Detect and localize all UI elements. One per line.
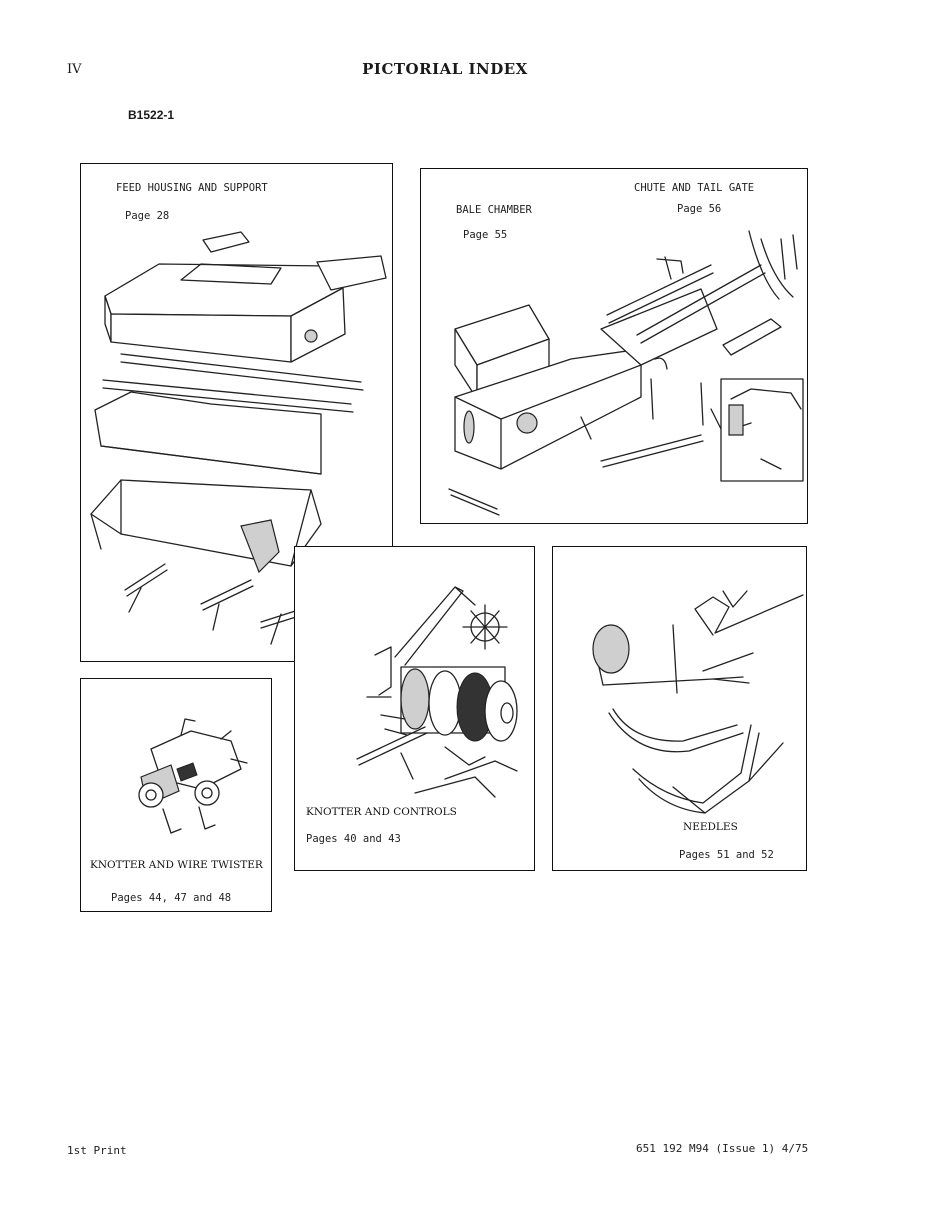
panel-needles: NEEDLES Pages 51 and 52 — [552, 546, 807, 871]
panel-pages: Page 55 — [463, 229, 508, 241]
panel-knotter-twister: KNOTTER AND WIRE TWISTER Pages 44, 47 an… — [80, 678, 272, 912]
panel-title: FEED HOUSING AND SUPPORT — [116, 182, 268, 194]
document-reference: 651 192 M94 (Issue 1) 4/75 — [636, 1142, 809, 1155]
panel-title: KNOTTER AND CONTROLS — [306, 806, 457, 818]
page-number: IV — [67, 62, 82, 77]
bale-chamber-illustration — [448, 230, 804, 516]
panel-pages: Pages 44, 47 and 48 — [111, 892, 232, 904]
knotter-twister-illustration — [138, 718, 248, 834]
panel-knotter-controls: KNOTTER AND CONTROLS Pages 40 and 43 — [294, 546, 535, 871]
feed-housing-illustration — [90, 231, 387, 645]
print-note: 1st Print — [67, 1144, 127, 1157]
knotter-controls-illustration — [356, 586, 518, 798]
panel-pages: Pages 51 and 52 — [679, 849, 774, 861]
needles-illustration — [592, 590, 804, 814]
panel-title: NEEDLES — [683, 821, 738, 833]
panel-pages: Pages 40 and 43 — [306, 833, 401, 845]
panel-title: KNOTTER AND WIRE TWISTER — [90, 859, 263, 871]
panel-bale-chamber: BALE CHAMBER Page 55 CHUTE AND TAIL GATE… — [420, 168, 808, 524]
panel-title: BALE CHAMBER — [456, 204, 532, 216]
panel-pages: Page 28 — [125, 210, 170, 222]
panel-title: CHUTE AND TAIL GATE — [634, 182, 755, 194]
figure-code: B1522-1 — [128, 108, 175, 122]
page-title: PICTORIAL INDEX — [362, 60, 528, 78]
panel-pages: Page 56 — [677, 203, 722, 215]
